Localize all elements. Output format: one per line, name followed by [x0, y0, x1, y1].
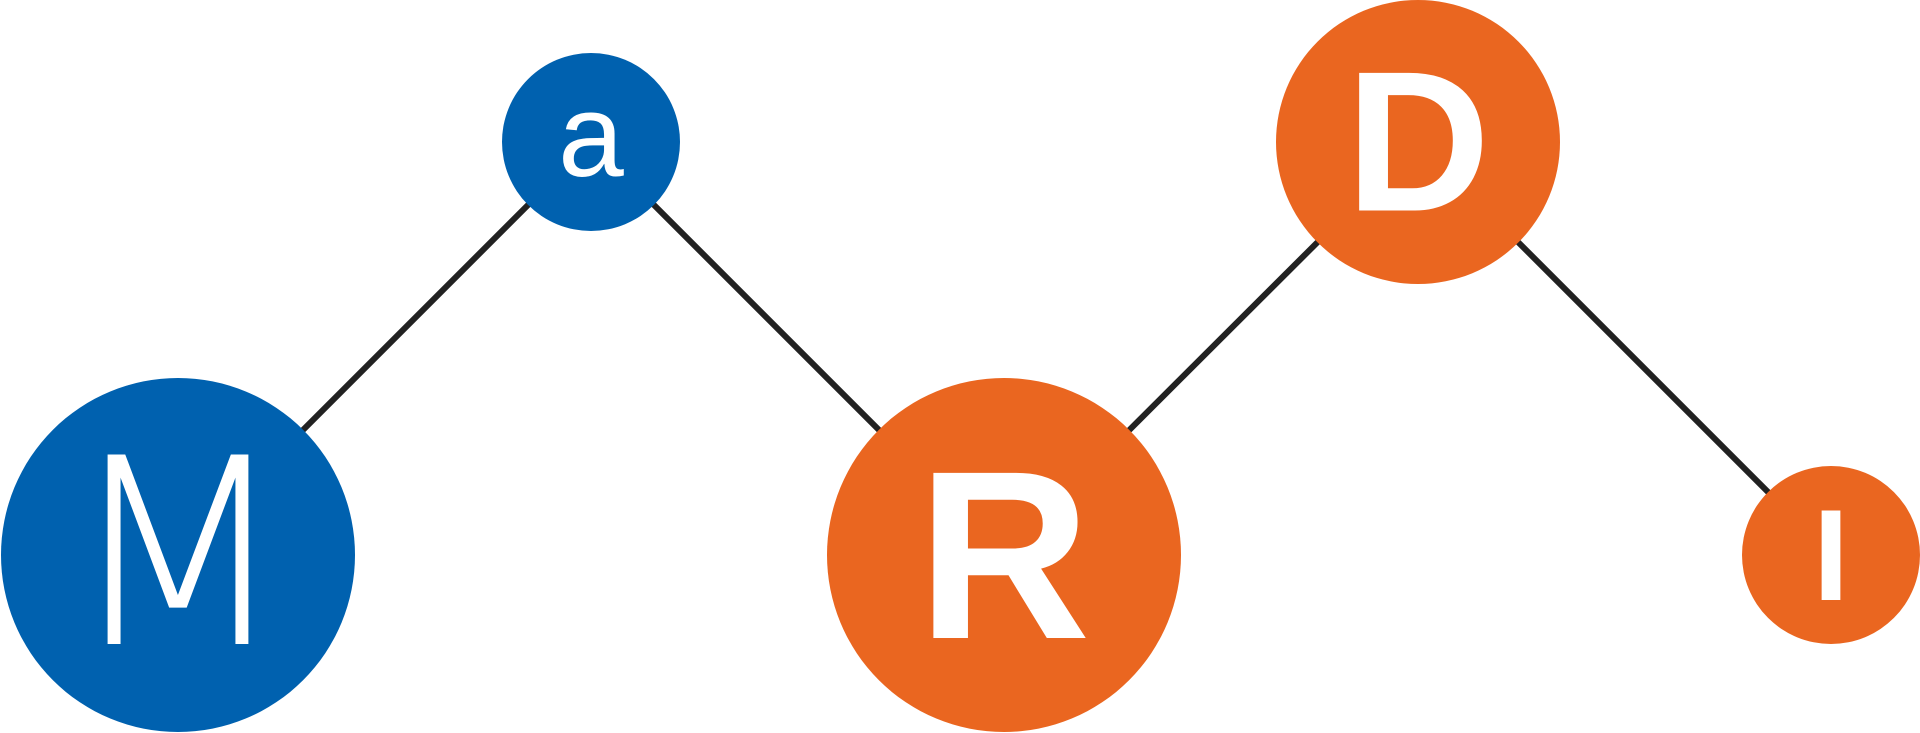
node-m-circle — [1, 378, 355, 732]
node-m-letter: M — [66, 404, 290, 706]
node-r-letter: R — [917, 421, 1090, 689]
node-d-letter: D — [1346, 31, 1490, 254]
node-d: D — [1276, 0, 1560, 284]
node-d-circle — [1276, 0, 1560, 284]
node-r: R — [827, 378, 1181, 732]
node-i-letter: I — [1813, 482, 1849, 628]
node-a-letter: a — [558, 70, 624, 202]
node-r-circle — [827, 378, 1181, 732]
node-a: a — [502, 53, 680, 231]
node-a-circle — [502, 53, 680, 231]
node-i-circle — [1742, 466, 1920, 644]
node-m: M — [1, 378, 355, 732]
node-i: I — [1742, 466, 1920, 644]
